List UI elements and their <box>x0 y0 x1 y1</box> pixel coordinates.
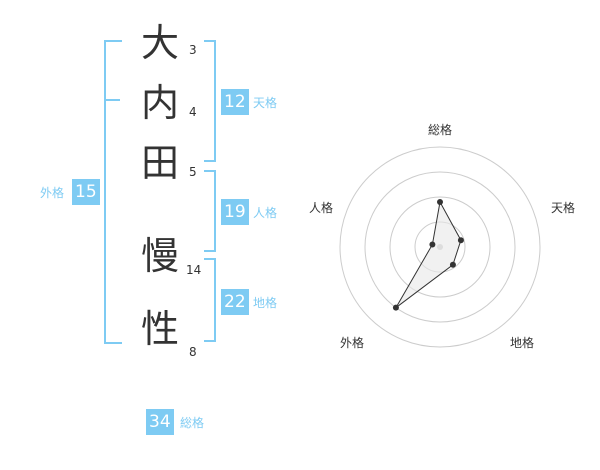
stroke-count-3: 5 <box>189 165 197 179</box>
stroke-count-4: 14 <box>186 263 202 277</box>
radar-label-jin: 人格 <box>309 201 334 215</box>
name-char-3: 田 <box>140 141 179 185</box>
name-char-2: 内 <box>140 81 179 125</box>
jinkaku-bracket <box>204 170 216 252</box>
soukaku-label: 総格 <box>180 416 205 430</box>
stroke-count-2: 4 <box>189 105 197 119</box>
stroke-count-1: 3 <box>189 43 197 57</box>
soukaku-badge: 34 <box>146 409 174 435</box>
radar-chart <box>339 146 541 348</box>
chikaku-label: 地格 <box>253 296 278 310</box>
radar-point-3 <box>392 304 399 311</box>
gaikaku-label: 外格 <box>40 186 65 200</box>
radar-point-2 <box>449 261 456 268</box>
radar-point-1 <box>457 237 464 244</box>
radar-label-gai: 外格 <box>340 336 365 350</box>
jinkaku-badge: 19 <box>221 199 249 225</box>
tenkaku-bracket <box>204 40 216 162</box>
radar-point-4 <box>429 241 436 248</box>
radar-label-ten: 天格 <box>551 201 576 215</box>
tenkaku-badge: 12 <box>221 89 249 115</box>
gaikaku-divider <box>104 99 120 101</box>
radar-point-0 <box>437 199 443 205</box>
radar-ring <box>339 146 541 348</box>
gaikaku-bracket <box>104 40 122 344</box>
name-char-1: 大 <box>140 21 179 65</box>
chikaku-bracket <box>204 258 216 342</box>
jinkaku-label: 人格 <box>253 206 278 220</box>
chikaku-badge: 22 <box>221 289 249 315</box>
name-char-4: 慢 <box>140 234 179 278</box>
tenkaku-label: 天格 <box>253 96 278 110</box>
radar-ring <box>364 171 516 323</box>
radar-label-sou: 総格 <box>428 123 453 137</box>
gaikaku-badge: 15 <box>72 179 100 205</box>
name-char-5: 性 <box>140 307 179 351</box>
stroke-count-5: 8 <box>189 345 197 359</box>
radar-ring <box>389 196 491 298</box>
radar-polygon <box>395 200 462 309</box>
radar-label-chi: 地格 <box>510 336 535 350</box>
